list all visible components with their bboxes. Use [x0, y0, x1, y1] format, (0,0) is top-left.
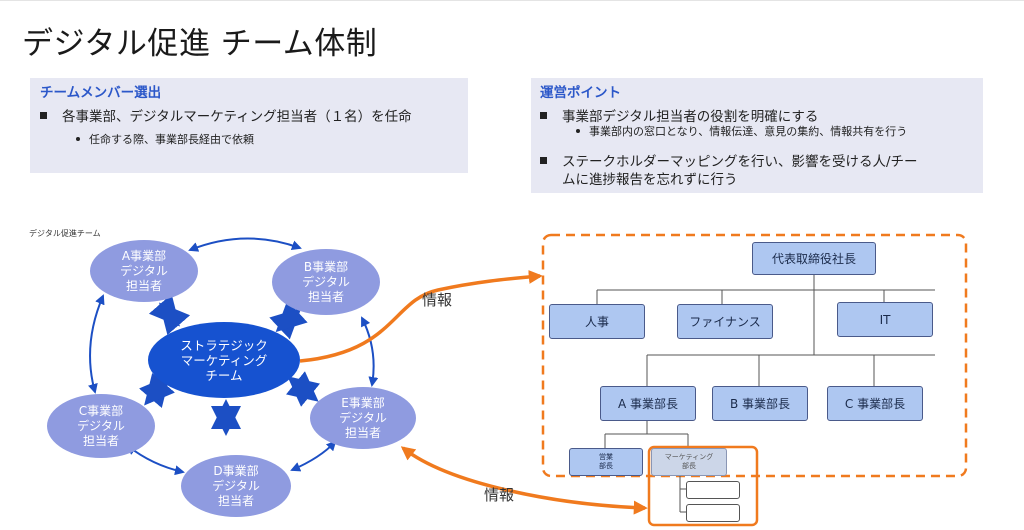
dot-bullet-icon: [76, 137, 80, 141]
org-dept-hr-node: 人事: [549, 304, 645, 339]
operation-point-1-subitem-text: 事業部内の窓口となり、情報伝達、意見の集約、情報共有を行う: [589, 125, 908, 138]
operation-point-2-text-line1: ステークホルダーマッピングを行い、影響を受ける人/チー: [562, 154, 918, 170]
member-c-node: C事業部 デジタル 担当者: [47, 394, 155, 458]
operation-point-1: 事業部デジタル担当者の役割を明確にする: [540, 105, 818, 125]
org-frame: [541, 233, 968, 478]
org-division-c-node: C 事業部長: [827, 386, 923, 421]
operation-point-1-subitem: 事業部内の窓口となり、情報伝達、意見の集約、情報共有を行う: [576, 123, 907, 139]
flow-arrow-upper: [299, 269, 543, 363]
org-dept-finance-node: ファイナンス: [677, 304, 773, 339]
member-e-node: E事業部 デジタル 担当者: [310, 387, 416, 449]
arrow-center-a: [148, 294, 191, 335]
team-selection-item-text: 各事業部、デジタルマーケティング担当者（１名）を任命: [62, 109, 412, 125]
member-b-node: B事業部 デジタル 担当者: [272, 249, 380, 315]
top-divider: [0, 0, 1024, 1]
arrow-a-b: [188, 237, 302, 252]
operation-points-box: [531, 78, 983, 193]
marketing-staff-box-1: [686, 481, 740, 499]
team-selection-subitem-text: 任命する際、事業部長経由で依頼: [89, 133, 254, 146]
org-division-a-node: A 事業部長: [600, 386, 696, 421]
member-d-node: D事業部 デジタル 担当者: [181, 455, 291, 517]
operation-point-1-text: 事業部デジタル担当者の役割を明確にする: [562, 109, 819, 125]
operation-point-2-continuation: ムに進捗報告を忘れずに行う: [562, 172, 738, 188]
arrow-a-c: [88, 294, 105, 394]
team-selection-subitem: 任命する際、事業部長経由で依頼: [76, 131, 254, 147]
arrow-center-b: [269, 300, 308, 340]
org-division-b-node: B 事業部長: [712, 386, 808, 421]
square-bullet-icon: [40, 112, 47, 119]
arrow-center-c: [138, 373, 176, 408]
operation-points-heading: 運営ポイント: [540, 85, 621, 101]
operation-point-2: ステークホルダーマッピングを行い、影響を受ける人/チー: [540, 150, 918, 170]
marketing-highlight-frame: [647, 445, 759, 527]
member-a-node: A事業部 デジタル 担当者: [90, 240, 198, 302]
strategic-marketing-team-node: ストラテジック マーケティング チーム: [148, 322, 300, 398]
square-bullet-icon: [540, 112, 547, 119]
dot-bullet-icon: [576, 129, 580, 133]
arrow-b-e: [361, 316, 379, 387]
marketing-staff-box-2: [686, 504, 740, 522]
org-ceo-node: 代表取締役社長: [752, 242, 876, 275]
flow-arrow-lower: [400, 446, 648, 515]
arrow-center-e: [285, 371, 321, 407]
team-caption: デジタル促進チーム: [29, 229, 101, 238]
team-selection-heading: チームメンバー選出: [40, 85, 162, 101]
team-selection-item: 各事業部、デジタルマーケティング担当者（１名）を任命: [40, 105, 412, 125]
arrow-d-e: [290, 440, 337, 472]
org-sales-manager-node: 営業 部長: [569, 448, 643, 476]
team-selection-box: [30, 78, 468, 173]
info-flow-label-upper: 情報: [422, 291, 453, 309]
org-dept-it-node: IT: [837, 302, 933, 337]
org-marketing-manager-node: マーケティング 部長: [651, 448, 727, 476]
square-bullet-icon: [540, 157, 547, 164]
page-title: デジタル促進 チーム体制: [22, 26, 378, 62]
info-flow-label-lower: 情報: [484, 486, 515, 504]
